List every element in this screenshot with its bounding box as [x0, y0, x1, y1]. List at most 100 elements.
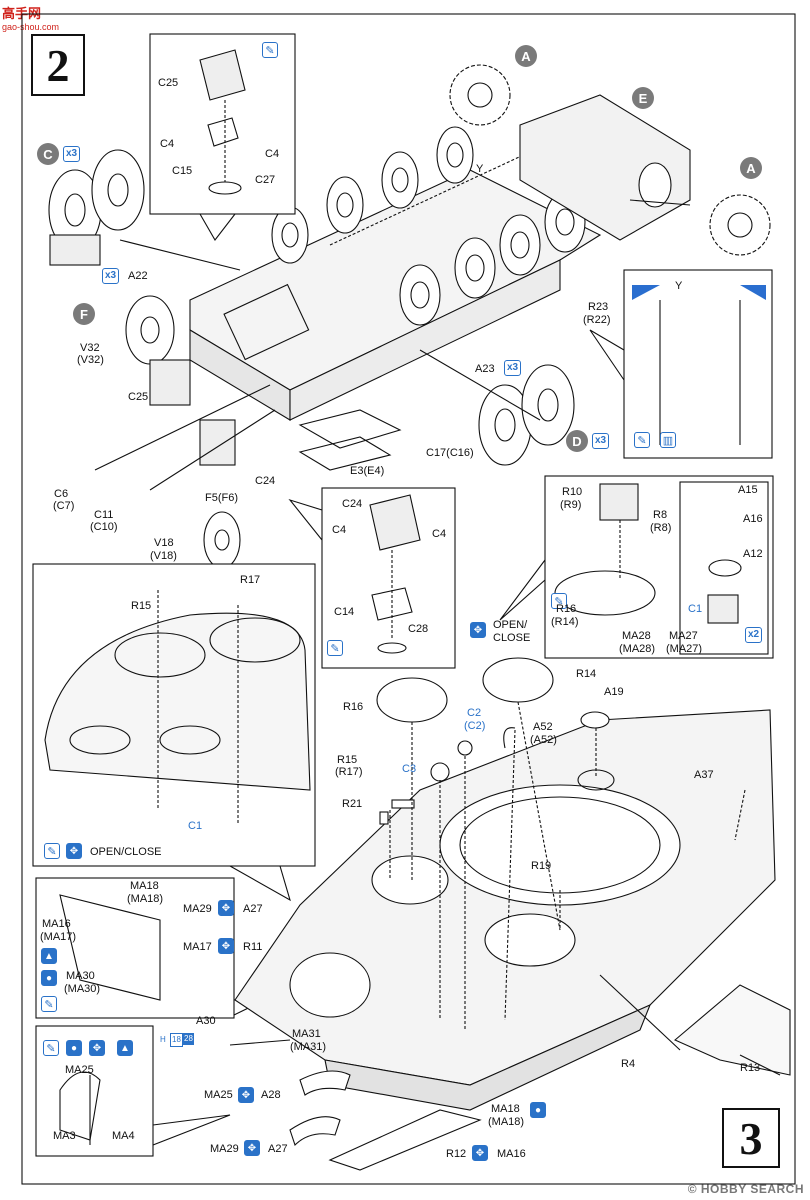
- part-label: A37: [694, 769, 714, 781]
- part-label: C4: [332, 524, 347, 536]
- part-label: V18: [154, 537, 174, 549]
- part-label: (V32): [77, 354, 104, 366]
- part-label: (MA28): [619, 643, 656, 655]
- paint-brush-icon: ✎: [551, 593, 567, 609]
- part-label: MA25: [204, 1089, 233, 1101]
- scale-b: 28: [183, 1033, 194, 1045]
- callout-d: D: [566, 430, 588, 452]
- paint-brush-icon: ✎: [327, 640, 343, 656]
- part-label: (C7): [53, 500, 75, 512]
- callout-f: F: [73, 303, 95, 325]
- part-label: (R9): [560, 499, 582, 511]
- part-label: F5(F6): [205, 492, 238, 504]
- open-close-text: OPEN/: [493, 619, 528, 631]
- part-label: MA4: [112, 1130, 135, 1142]
- part-label: A19: [604, 686, 624, 698]
- open-close-icon: ✥: [238, 1087, 254, 1103]
- part-label: R16: [343, 701, 364, 713]
- part-label: C17(C16): [426, 447, 474, 459]
- paint-brush-icon: ✎: [41, 996, 57, 1012]
- part-label: C24: [342, 498, 363, 510]
- part-label: C3: [402, 763, 417, 775]
- part-label: MA31: [292, 1028, 321, 1040]
- part-label: R21: [342, 798, 363, 810]
- watermark-url: gao-shou.com: [2, 22, 60, 32]
- part-label: A22: [128, 270, 148, 282]
- paint-brush-icon: ✎: [44, 843, 60, 859]
- open-close-icon: ✥: [470, 622, 486, 638]
- multiplier-x3-d: x3: [592, 433, 610, 449]
- step-number-2: 2: [31, 34, 85, 96]
- open-close-icon: ✥: [244, 1140, 260, 1156]
- part-label: R14: [576, 668, 597, 680]
- part-label: C2: [467, 707, 482, 719]
- callout-c: C: [37, 143, 59, 165]
- part-label: C4: [265, 148, 280, 160]
- part-label: C1: [188, 820, 203, 832]
- part-label: C4: [160, 138, 175, 150]
- part-label: MA29: [210, 1143, 239, 1155]
- part-label: MA16: [42, 918, 71, 930]
- paint-brush-icon: ✎: [262, 42, 278, 58]
- scale-a: 18: [170, 1033, 183, 1047]
- part-label: R23: [588, 301, 609, 313]
- part-label: (R14): [551, 616, 579, 628]
- open-close-icon: ✥: [472, 1145, 488, 1161]
- part-label: (R8): [650, 522, 672, 534]
- part-label: A23: [475, 363, 495, 375]
- paint-drop-icon: ●: [530, 1102, 546, 1118]
- part-label: (A52): [530, 734, 557, 746]
- paint-drop-icon: ●: [66, 1040, 82, 1056]
- part-label: Y: [476, 163, 484, 175]
- part-label: MA27: [669, 630, 698, 642]
- part-label: C11: [94, 509, 114, 521]
- part-label: A27: [243, 903, 263, 915]
- open-close-icon: ✥: [89, 1040, 105, 1056]
- part-label: C6: [54, 488, 69, 500]
- callout-e: E: [632, 87, 654, 109]
- open-close-icon: ✥: [218, 900, 234, 916]
- part-label: A12: [743, 548, 763, 560]
- part-label: A27: [268, 1143, 288, 1155]
- part-label: A30: [196, 1015, 216, 1027]
- part-label: A16: [743, 513, 763, 525]
- part-label: A52: [533, 721, 553, 733]
- paint-brush-icon: ✎: [634, 432, 650, 448]
- scale-h: H: [160, 1035, 166, 1044]
- part-label: R4: [621, 1058, 636, 1070]
- open-close-text: OPEN/CLOSE: [90, 846, 162, 858]
- part-label: A15: [738, 484, 758, 496]
- part-label: (MA31): [290, 1041, 327, 1053]
- part-label: (MA18): [488, 1116, 525, 1128]
- arrow-up-icon: ▲: [41, 948, 57, 964]
- multiplier-x3-a22: x3: [102, 268, 120, 284]
- part-label: R8: [653, 509, 668, 521]
- part-label: (C10): [90, 521, 118, 533]
- decal-hatch-icon: ▥: [660, 432, 676, 448]
- multiplier-x3-a23: x3: [504, 360, 522, 376]
- part-label: V32: [80, 342, 100, 354]
- callout-a-top: A: [515, 45, 537, 67]
- part-label: R19: [531, 860, 552, 872]
- part-label: C15: [172, 165, 193, 177]
- part-label: MA3: [53, 1130, 76, 1142]
- open-close-icon: ✥: [66, 843, 82, 859]
- part-label: A28: [261, 1089, 281, 1101]
- arrow-up-icon: ▲: [117, 1040, 133, 1056]
- part-label: MA29: [183, 903, 212, 915]
- step-number-3: 3: [722, 1108, 780, 1168]
- part-label: (MA18): [127, 893, 164, 905]
- callout-a-right: A: [740, 157, 762, 179]
- part-label: C24: [255, 475, 276, 487]
- part-label: R17: [240, 574, 261, 586]
- part-label: R10: [562, 486, 583, 498]
- part-label: MA30: [66, 970, 95, 982]
- part-label: C28: [408, 623, 429, 635]
- part-label: C27: [255, 174, 276, 186]
- part-label: (R17): [335, 766, 363, 778]
- part-label: MA17: [183, 941, 212, 953]
- part-label: R11: [243, 941, 263, 953]
- part-label: C14: [334, 606, 355, 618]
- part-label: C4: [432, 528, 447, 540]
